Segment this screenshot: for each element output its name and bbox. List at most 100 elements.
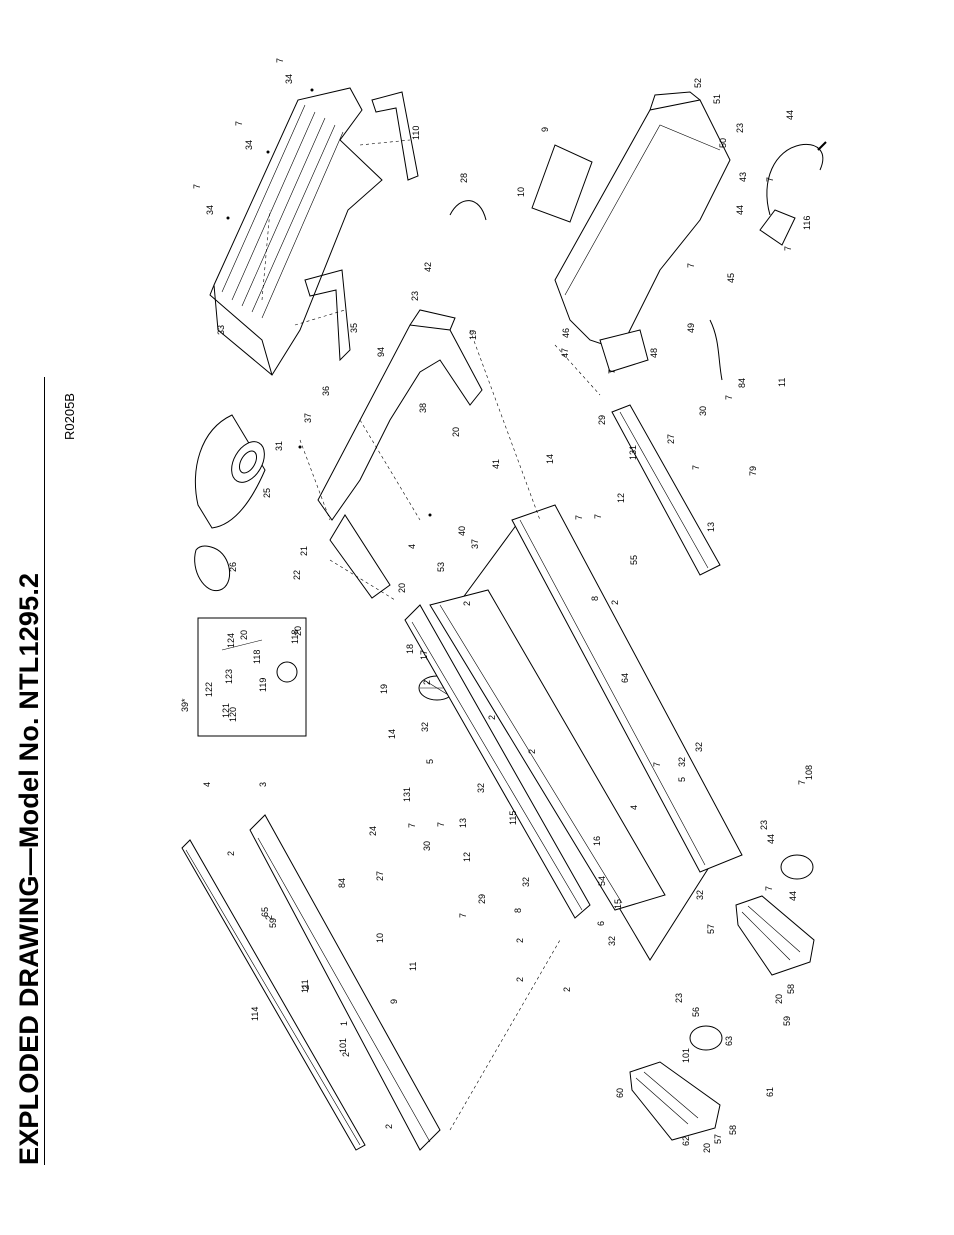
part-callout-2-55: 2	[422, 680, 432, 685]
part-callout-32-71: 32	[521, 877, 531, 887]
part-callout-20-146: 20	[702, 1143, 712, 1153]
part-callout-32-87: 32	[677, 757, 687, 767]
upright-frame	[317, 309, 483, 599]
part-callout-4-27: 4	[407, 544, 417, 549]
part-callout-5-46: 5	[425, 759, 435, 764]
part-callout-43-115: 43	[738, 172, 748, 182]
part-callout-49-127: 49	[686, 323, 696, 333]
part-callout-51-112: 51	[712, 94, 722, 104]
part-callout-7-65: 7	[407, 823, 417, 828]
part-callout-50-114: 50	[718, 138, 728, 148]
part-callout-7-59: 7	[436, 822, 446, 827]
power-cord	[766, 143, 824, 216]
part-callout-21-22: 21	[299, 546, 309, 556]
part-callout-6-81: 6	[596, 921, 606, 926]
part-callout-55-95: 55	[629, 555, 639, 565]
part-callout-37-15: 37	[303, 413, 313, 423]
part-callout-9-109: 9	[540, 127, 550, 132]
part-callout-131-49: 131	[402, 787, 412, 802]
part-callout-7-132: 7	[797, 780, 807, 785]
part-callout-119-40: 119	[258, 678, 268, 692]
part-callout-111-150: 111	[300, 979, 310, 993]
part-callout-7-5: 7	[192, 184, 202, 189]
motor-hood	[209, 87, 383, 376]
part-callout-7-106: 7	[724, 395, 734, 400]
part-callout-12-63: 12	[462, 852, 472, 862]
part-callout-124-31: 124	[226, 633, 236, 648]
part-callout-44-117: 44	[785, 110, 795, 120]
part-callout-8-92: 8	[590, 596, 600, 601]
frame-rail-left	[429, 589, 666, 911]
part-callout-44-129: 44	[766, 834, 776, 844]
part-callout-56-139: 56	[691, 1007, 701, 1017]
part-callout-53-28: 53	[436, 562, 446, 572]
part-callout-13-99: 13	[706, 522, 716, 532]
part-callout-26-21: 26	[228, 562, 238, 572]
part-callout-13-64: 13	[458, 818, 468, 828]
part-callout-20-35: 20	[239, 630, 249, 640]
part-callout-54-90: 54	[597, 876, 607, 886]
part-callout-32-91: 32	[695, 890, 705, 900]
part-callout-120-37: 120	[228, 707, 238, 722]
part-callout-7-97: 7	[593, 514, 603, 519]
part-callout-5-88: 5	[677, 777, 687, 782]
part-callout-19-12: 19	[468, 330, 478, 340]
part-callout-48-126: 48	[649, 348, 659, 358]
part-callout-57-145: 57	[713, 1134, 723, 1144]
part-callout-28-9: 28	[459, 173, 469, 183]
part-callout-18-41: 18	[405, 644, 415, 654]
part-callout-7-96: 7	[574, 515, 584, 520]
part-callout-2-74: 2	[527, 749, 537, 754]
part-callout-79-105: 79	[748, 466, 758, 476]
part-callout-20-26: 20	[397, 583, 407, 593]
part-callout-2-52: 2	[301, 985, 311, 990]
part-callout-2-53: 2	[341, 1052, 351, 1057]
part-callout-121-36: 121	[221, 703, 231, 718]
part-callout-2-76: 2	[462, 601, 472, 606]
part-callout-61-143: 61	[765, 1087, 775, 1097]
part-callout-58-135: 58	[786, 984, 796, 994]
part-callout-122-32: 122	[204, 682, 214, 697]
part-callout-65-149: 65	[260, 907, 270, 917]
part-callout-3-48: 3	[258, 782, 268, 787]
part-callout-4-47: 4	[202, 782, 212, 787]
part-callout-42-10: 42	[423, 262, 433, 272]
part-callout-29-66: 29	[477, 894, 487, 904]
part-callout-35-8: 35	[349, 323, 359, 333]
part-callout-52-111: 52	[693, 78, 703, 88]
part-callout-7-0: 7	[275, 58, 285, 63]
part-callout-46-124: 46	[561, 328, 571, 338]
part-callout-45-122: 45	[726, 273, 736, 283]
part-callout-2-79: 2	[562, 987, 572, 992]
part-callout-25-19: 25	[262, 488, 272, 498]
part-callout-22-23: 22	[292, 570, 302, 580]
part-callout-14-44: 14	[387, 729, 397, 739]
part-callout-1-57: 1	[339, 1021, 349, 1026]
part-callout-123-33: 123	[224, 669, 234, 684]
part-callout-15-83: 15	[613, 899, 623, 909]
part-callout-37-25: 37	[470, 539, 480, 549]
part-callout-34-6: 34	[205, 205, 215, 215]
ground-wire	[449, 200, 487, 221]
rear-foot-cover-left	[735, 895, 815, 976]
part-callout-2-75: 2	[487, 715, 497, 720]
motor-controller-housing	[554, 91, 731, 373]
part-callout-118-38: 118	[290, 630, 300, 644]
idler-assembly-inset	[197, 617, 307, 737]
part-callout-2-51: 2	[264, 915, 274, 920]
part-callout-11-108: 11	[777, 378, 787, 387]
part-callout-114-56: 114	[250, 1007, 260, 1021]
part-callout-101-151: 101	[338, 1038, 348, 1053]
part-callout-44-131: 44	[788, 891, 798, 901]
part-callout-131-100: 131	[628, 445, 638, 460]
part-callout-2-50: 2	[226, 851, 236, 856]
part-callout-19-43: 19	[379, 684, 389, 694]
part-callout-34-1: 34	[284, 74, 294, 84]
part-callout-59-148: 59	[268, 918, 278, 928]
part-callout-118-34: 118	[252, 650, 262, 664]
part-callout-94-13: 94	[376, 347, 386, 357]
part-callout-59-137: 59	[782, 1016, 792, 1026]
part-callout-27-61: 27	[375, 871, 385, 881]
